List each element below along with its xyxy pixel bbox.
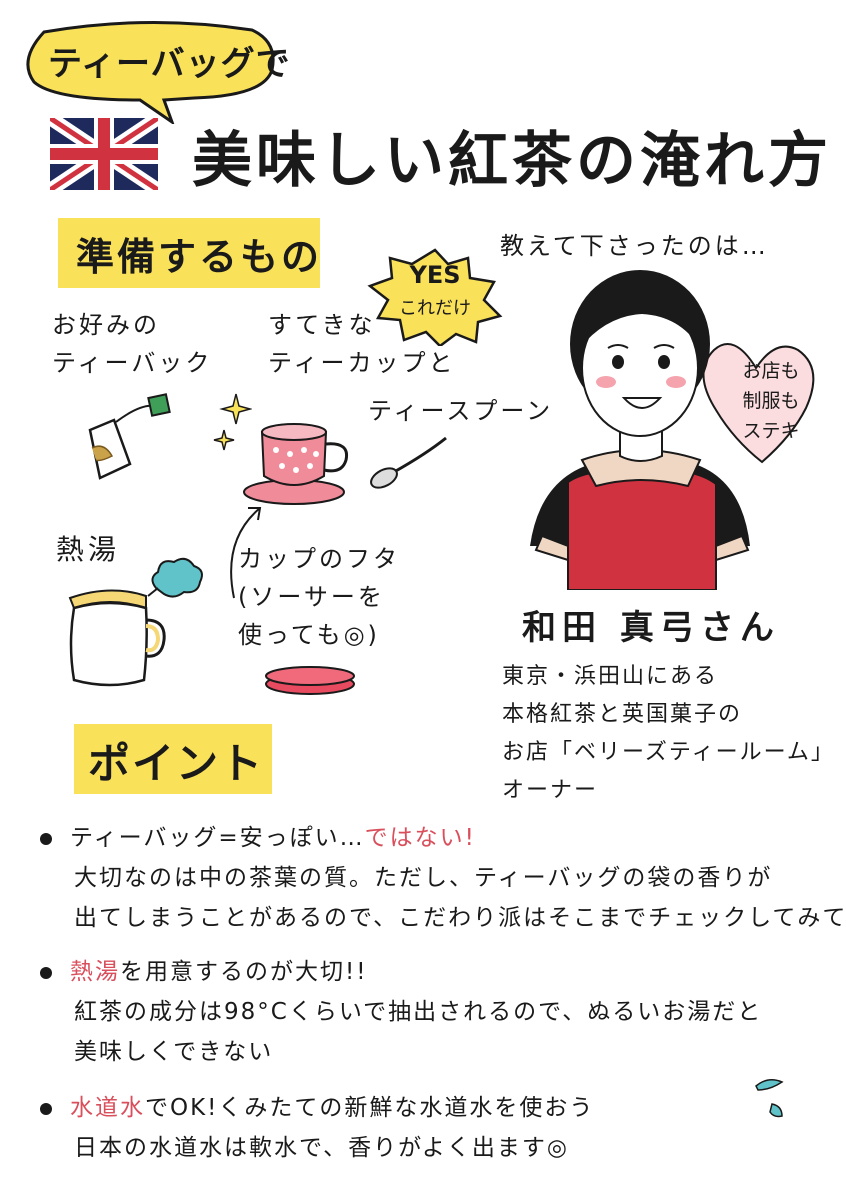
yes-badge [367, 248, 503, 346]
spoon-icon [370, 436, 447, 489]
point2-lead: を用意するのが大切!! [120, 959, 368, 985]
point1-lead: ティーバッグ=安っぽい… [70, 825, 365, 851]
cup-label-line1: すてきな [268, 311, 376, 339]
point-item: 水道水でOK!くみたての新鮮な水道水を使おう 日本の水道水は軟水で、香りがよく出… [40, 1088, 594, 1168]
points-label-background [74, 724, 272, 794]
point-item: ティーバッグ=安っぽい…ではない! 大切なのは中の茶葉の質。ただし、ティーバッグ… [40, 818, 846, 938]
lid-label: カップのフタ (ソーサーを 使っても◎) [238, 540, 400, 654]
water-drop-icon [755, 1079, 784, 1118]
lid-label-line3: 使っても◎) [238, 621, 380, 649]
point1-highlight: ではない! [364, 825, 476, 851]
owner-desc-line2: 本格紅茶と英国菓子の [502, 702, 743, 727]
owner-desc-line4: オーナー [502, 778, 599, 803]
page-title: 美味しい紅茶の淹れ方 [192, 126, 832, 196]
water-label: 熱湯 [56, 533, 121, 566]
point3-highlight: 水道水 [70, 1095, 145, 1121]
point-item: 熱湯を用意するのが大切!! 紅茶の成分は98°Cくらいで抽出されるので、ぬるいお… [40, 952, 762, 1072]
owner-name: 和田 真弓さん [522, 608, 780, 648]
owner-desc-line1: 東京・浜田山にある [502, 664, 719, 689]
cup-label: すてきな ティーカップと [268, 306, 456, 382]
heart-note: お店も 制服も ステキ [716, 356, 826, 446]
point1-line3: 出てしまうことがあるので、こだわり派はそこまでチェックしてみても [74, 905, 846, 931]
bullet-dot [40, 832, 52, 845]
heart-note-line2: 制服も [742, 390, 800, 412]
point2-highlight: 熱湯 [70, 959, 120, 985]
owner-desc-line3: お店「ベリーズティールーム」 [502, 740, 835, 765]
sparkle-icon [213, 393, 252, 451]
bubble-text: ティーバッグで [48, 44, 291, 84]
teabag-label: お好みの ティーバック [52, 306, 212, 382]
heart-note-line1: お店も [742, 360, 800, 382]
lid-label-line1: カップのフタ [238, 545, 400, 573]
prep-section-label: 準備するもの [76, 235, 323, 279]
yes-text: YES [409, 261, 461, 289]
teacup-illustration [243, 423, 349, 505]
teabag-label-line1: お好みの [52, 311, 160, 339]
saucer-lid-illustration [265, 666, 355, 695]
heart-note-line3: ステキ [742, 420, 800, 442]
teabag-illustration [88, 393, 171, 480]
point3-lead: でOK!くみたての新鮮な水道水を使おう [145, 1095, 595, 1121]
points-section-label: ポイント [88, 739, 265, 788]
taught-by-text: 教えて下さったのは… [500, 232, 769, 260]
teabag-label-line2: ティーバック [52, 349, 213, 377]
spoon-label: ティースプーン [368, 397, 554, 425]
uk-flag-icon [50, 118, 158, 190]
prep-label-background [58, 218, 320, 288]
lid-label-line2: (ソーサーを [238, 583, 385, 611]
steam-icon [147, 557, 203, 598]
bullet-dot [40, 966, 52, 979]
bullet-dot [40, 1102, 52, 1115]
yes-subtext: これだけ [399, 298, 471, 319]
hot-water-pot-illustration [68, 589, 166, 687]
arrow-icon [230, 507, 262, 599]
speech-bubble [26, 20, 275, 124]
point2-line3: 美味しくできない [74, 1039, 274, 1065]
cup-label-line2: ティーカップと [268, 349, 456, 377]
owner-description: 東京・浜田山にある 本格紅茶と英国菓子の お店「ベリーズティールーム」 オーナー [502, 658, 835, 810]
owner-portrait [530, 270, 815, 590]
point2-line2: 紅茶の成分は98°Cくらいで抽出されるので、ぬるいお湯だと [74, 999, 763, 1025]
point3-line2: 日本の水道水は軟水で、香りがよく出ます◎ [74, 1135, 569, 1161]
point1-line2: 大切なのは中の茶葉の質。ただし、ティーバッグの袋の香りが [74, 865, 773, 891]
